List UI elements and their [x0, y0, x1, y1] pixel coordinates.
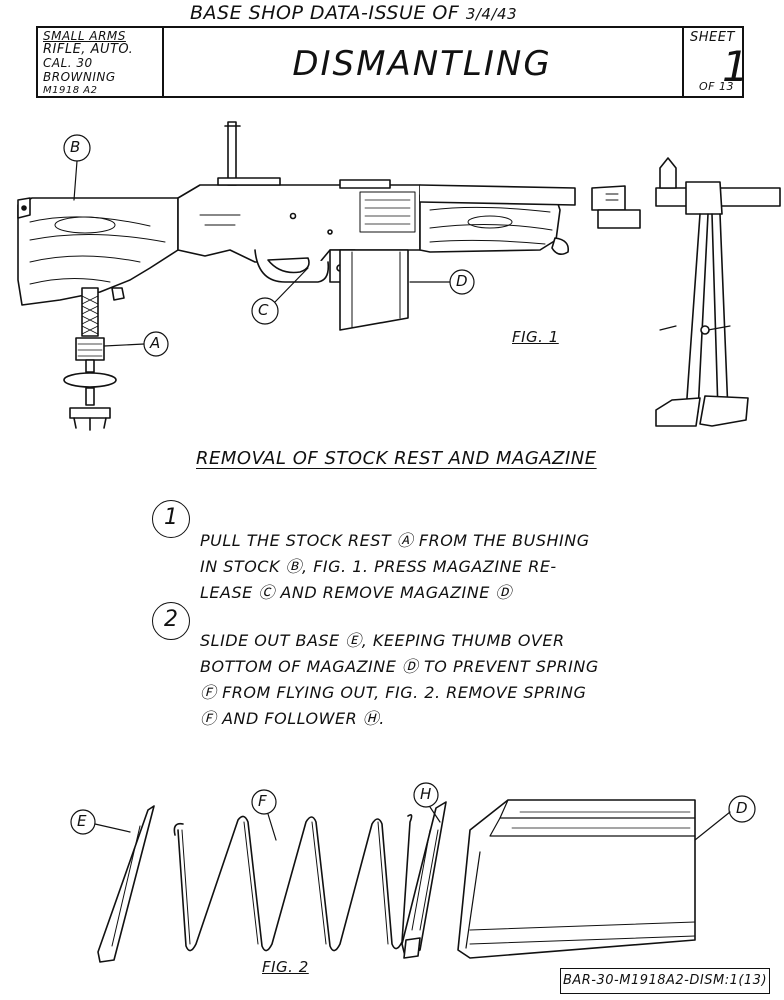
- follower: [401, 801, 447, 957]
- step-1-line: LEASE Ⓒ AND REMOVE MAGAZINE Ⓓ: [200, 583, 512, 602]
- figure-2-label: FIG. 2: [262, 958, 309, 976]
- figure-1-label: FIG. 1: [512, 328, 559, 346]
- section-heading: REMOVAL OF STOCK REST AND MAGAZINE: [196, 448, 597, 469]
- callout-h: H: [420, 785, 432, 803]
- barrel: [419, 184, 576, 206]
- document-series-title: BASE SHOP DATA-ISSUE OF 3/4/43: [190, 2, 517, 24]
- drawing-number: BAR-30-M1918A2-DISM:1(13): [560, 968, 770, 994]
- magazine-body: [457, 799, 696, 959]
- callout-e: E: [77, 812, 87, 830]
- document-series: BASE SHOP DATA-ISSUE OF: [190, 2, 460, 24]
- step-1-number: 1: [152, 500, 190, 538]
- callout-b: B: [70, 138, 81, 156]
- callout-f: F: [258, 792, 267, 810]
- identification-cell: SMALL ARMS RIFLE, AUTO. CAL. 30 BROWNING…: [38, 28, 164, 96]
- issue-date: 3/4/43: [465, 5, 518, 23]
- sheet-number: 1: [722, 42, 749, 91]
- ident-line: RIFLE, AUTO.: [43, 42, 134, 57]
- magazine-spring: [173, 814, 413, 952]
- rear-sight: [227, 121, 237, 186]
- ident-line: BROWNING: [43, 70, 116, 84]
- title-cell: DISMANTLING: [162, 28, 684, 96]
- sheet-label: SHEET: [690, 30, 735, 45]
- stock-rest: [81, 287, 99, 337]
- callout-d-fig2: D: [736, 799, 748, 817]
- butt-stock: [17, 197, 179, 306]
- fig1-callouts: [63, 134, 475, 357]
- step-2-line: SLIDE OUT BASE Ⓔ, KEEPING THUMB OVER: [200, 631, 565, 650]
- ident-line: CAL. 30: [43, 56, 93, 70]
- sheet-cell: SHEET 1 OF 13: [682, 28, 749, 96]
- rifle-drawing: [17, 121, 781, 431]
- step-2-number: 2: [152, 602, 190, 640]
- callout-d: D: [456, 272, 468, 290]
- step-2-line: Ⓕ FROM FLYING OUT, FIG. 2. REMOVE SPRING: [200, 683, 587, 702]
- callout-c: C: [258, 301, 269, 319]
- ident-line: SMALL ARMS: [43, 29, 126, 43]
- step-1-line: IN STOCK Ⓑ, FIG. 1. PRESS MAGAZINE RE-: [200, 557, 557, 576]
- step-1-line: PULL THE STOCK REST Ⓐ FROM THE BUSHING: [200, 531, 590, 550]
- magazine: [339, 249, 409, 331]
- sheet-total: OF 13: [699, 80, 734, 93]
- step-2-line: Ⓕ AND FOLLOWER Ⓗ.: [200, 709, 385, 728]
- document-title: DISMANTLING: [292, 44, 552, 84]
- callout-a: A: [150, 334, 161, 352]
- step-2-line: BOTTOM OF MAGAZINE Ⓓ TO PREVENT SPRING: [200, 657, 599, 676]
- fig2-callouts: [70, 782, 756, 841]
- ident-line: M1918 A2: [43, 85, 98, 96]
- title-block: SMALL ARMS RIFLE, AUTO. CAL. 30 BROWNING…: [36, 26, 749, 98]
- magazine-parts-drawing: [97, 799, 696, 963]
